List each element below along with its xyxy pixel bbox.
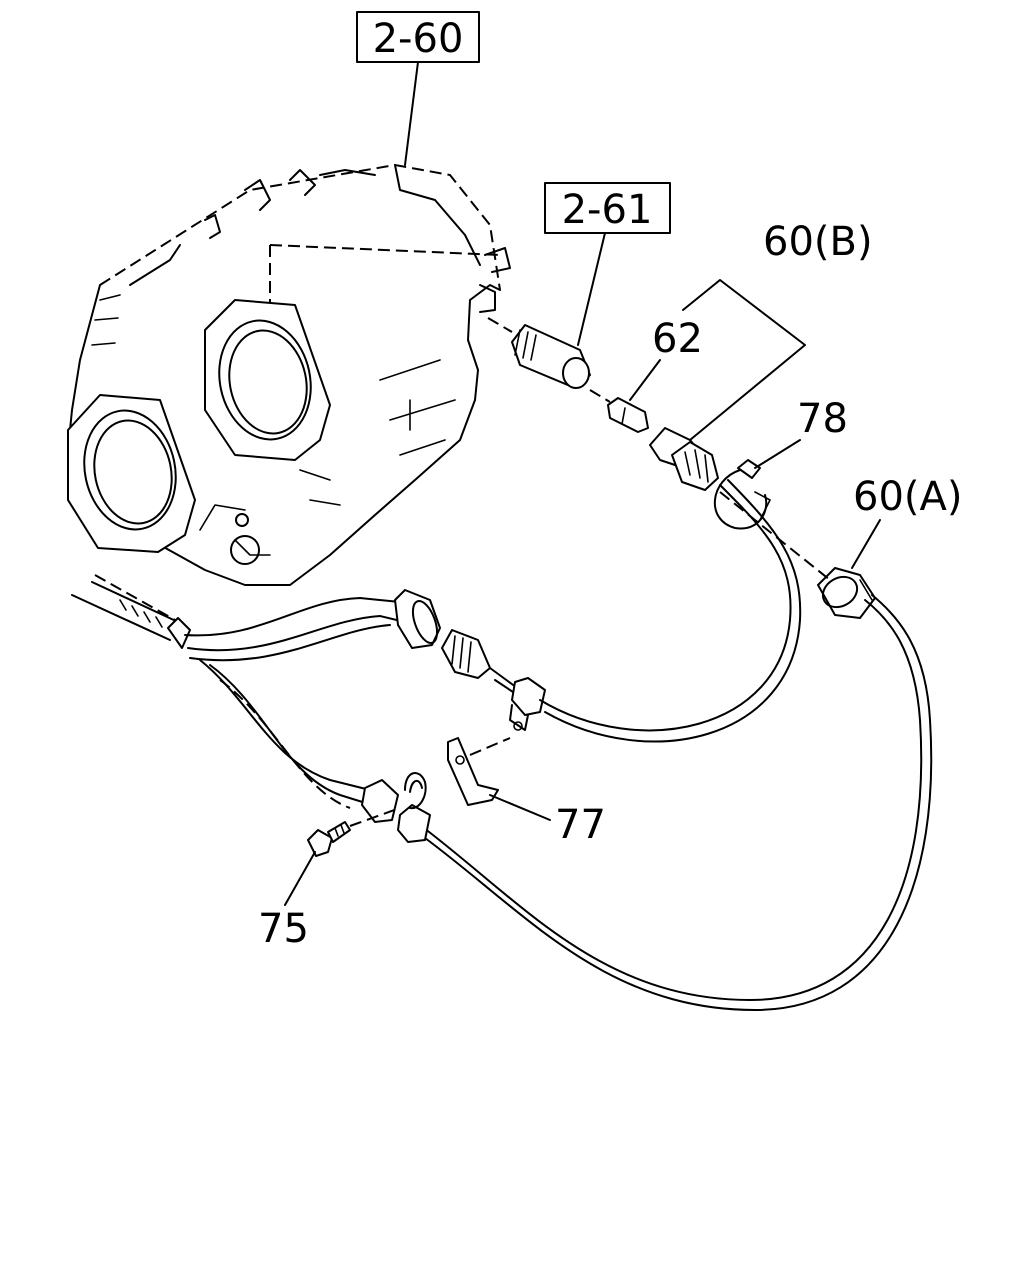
rear-flange [204,299,331,461]
part-60A-grommet [817,567,876,619]
leader-77 [489,794,551,821]
transmission-housing [69,163,511,586]
leader-78 [754,439,801,469]
leader-2-60 [404,61,419,166]
part-75-label: 75 [258,906,309,952]
speed-sensor-gear [487,317,611,403]
leader-60B-bracket [682,279,806,441]
part-77-bracket [447,737,511,806]
wire-harness [71,479,933,1011]
leader-62 [629,359,661,401]
reference-2-61[interactable]: 2-61 [544,182,671,234]
part-60B-sensor [649,427,719,491]
part-78-cable-tie [713,459,771,530]
leader-2-61 [577,232,606,346]
harness-clamp [361,772,431,843]
part-75-bolt [307,807,401,857]
leader-60A [851,519,881,569]
part-62-label: 62 [652,316,703,362]
reference-2-60-label: 2-60 [373,16,464,62]
leader-75 [284,851,316,906]
reference-2-61-label: 2-61 [562,187,653,233]
front-flange [67,394,196,553]
part-77-label: 77 [555,802,606,848]
part-60A-label: 60(A) [853,474,962,520]
part-60B-label: 60(B) [763,219,873,265]
reference-2-60[interactable]: 2-60 [356,11,480,63]
part-62-connector-pin [607,397,649,433]
part-78-label: 78 [797,396,848,442]
